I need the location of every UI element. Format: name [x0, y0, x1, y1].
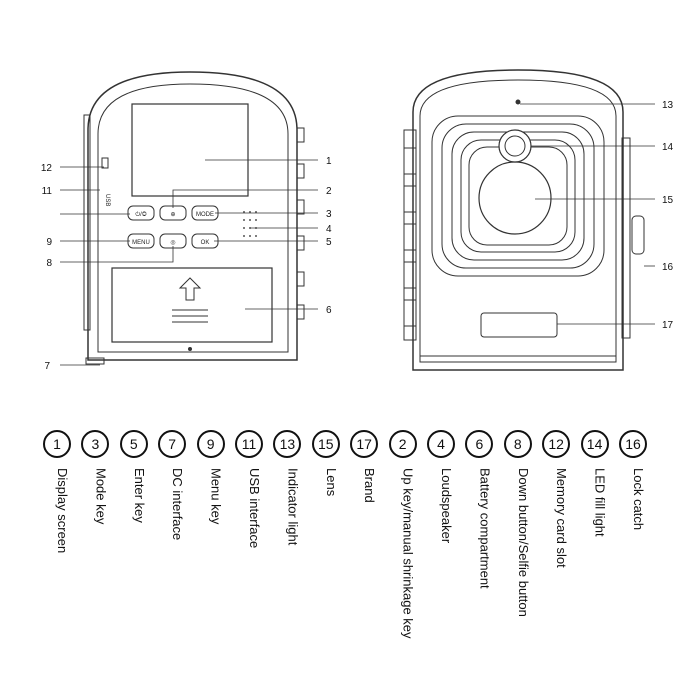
- callout-6: 6: [326, 305, 332, 316]
- legend-item: 2 Up key/manual shrinkage key: [388, 420, 429, 690]
- legend-label: Indicator light: [285, 468, 301, 546]
- enter-key-label: OK: [201, 240, 210, 246]
- callout-7: 7: [44, 361, 50, 372]
- legend-number: 8: [503, 430, 532, 458]
- dc-interface: [85, 357, 105, 365]
- loudspeaker-holes: [243, 211, 257, 237]
- callout-9: 9: [46, 237, 52, 248]
- legend-label: Lens: [323, 468, 339, 497]
- brand-plate: [480, 312, 558, 338]
- legend-label: Loudspeaker: [439, 468, 454, 544]
- legend-number: 16: [619, 430, 647, 458]
- lens: [478, 161, 552, 235]
- callout-2: 2: [326, 186, 332, 197]
- legend-number: 12: [542, 430, 571, 458]
- legend-label: USB interface: [247, 468, 262, 549]
- arrow-up-icon: [178, 277, 202, 301]
- mode-key-label: MODE: [196, 212, 214, 218]
- camera-back-view: [83, 71, 305, 365]
- legend-label: Down button/Selfie button: [515, 468, 531, 617]
- display-screen: [131, 103, 249, 197]
- front-body-outline: [412, 69, 624, 371]
- camera-front-view: [403, 69, 645, 371]
- legend-number: 17: [350, 430, 379, 458]
- leader-lines-back: [60, 159, 318, 366]
- callout-14: 14: [662, 142, 674, 153]
- legend-number: 14: [580, 430, 609, 458]
- legend-number: 9: [196, 430, 225, 458]
- camera-diagram: ⏻/◎ ⊕ MODE MENU ◎ OK USB: [41, 69, 674, 372]
- legend-label: Enter key: [131, 468, 147, 523]
- callout-8: 8: [46, 258, 52, 269]
- back-side-latches: [296, 127, 305, 320]
- legend-number: 7: [158, 430, 187, 458]
- legend-label: Display screen: [55, 468, 70, 554]
- callout-13: 13: [662, 100, 674, 111]
- legend-number: 13: [273, 430, 302, 458]
- usb-label: USB: [104, 194, 110, 206]
- legend-label: Memory card slot: [554, 468, 570, 568]
- callout-3: 3: [326, 209, 332, 220]
- legend-number: 15: [311, 430, 340, 458]
- power-key[interactable]: [127, 205, 155, 221]
- front-body-inner: [419, 79, 617, 363]
- front-side-grip: [621, 137, 631, 339]
- callout-17: 17: [662, 320, 674, 331]
- menu-key-label: MENU: [132, 240, 150, 246]
- callout-1: 1: [326, 156, 332, 167]
- legend-label: DC interface: [170, 468, 186, 541]
- legend-number: 4: [427, 430, 455, 458]
- callout-11: 11: [42, 186, 53, 197]
- front-side-latches: [403, 129, 417, 341]
- legend-label: Brand: [362, 468, 378, 503]
- back-body-outline: [87, 71, 298, 361]
- back-body-inner: [97, 83, 289, 353]
- back-side-rail-left: [83, 114, 91, 331]
- legend-number: 6: [465, 430, 494, 458]
- led-fill-light: [498, 129, 532, 163]
- power-key-label: ⏻/◎: [135, 211, 146, 218]
- battery-compartment: [111, 267, 273, 343]
- callout-12: 12: [41, 163, 53, 174]
- indicator-light: [515, 99, 521, 105]
- legend-number: 11: [235, 430, 263, 458]
- legend-label: Menu key: [208, 468, 224, 525]
- legend-label: Battery compartment: [477, 468, 493, 589]
- leader-lines-front: [520, 103, 655, 325]
- down-key-label: ◎: [170, 240, 175, 246]
- legend-number: 5: [119, 430, 148, 458]
- legend-label: Up key/manual shrinkage key: [400, 468, 416, 639]
- legend-number: 3: [81, 430, 110, 458]
- lock-catch[interactable]: [631, 215, 645, 255]
- legend-number: 2: [388, 430, 417, 458]
- callout-16: 16: [662, 262, 674, 273]
- memory-card-slot: [101, 157, 109, 169]
- legend-label: LED fill light: [592, 468, 608, 537]
- up-key-label: ⊕: [170, 212, 175, 218]
- callout-15: 15: [662, 195, 674, 206]
- legend-label: Lock catch: [631, 468, 646, 531]
- legend-label: Mode key: [93, 468, 109, 525]
- legend-item: 7 DC interface: [158, 420, 198, 690]
- legend-number: 1: [43, 430, 71, 458]
- callout-5: 5: [326, 237, 332, 248]
- callout-4: 4: [326, 224, 332, 235]
